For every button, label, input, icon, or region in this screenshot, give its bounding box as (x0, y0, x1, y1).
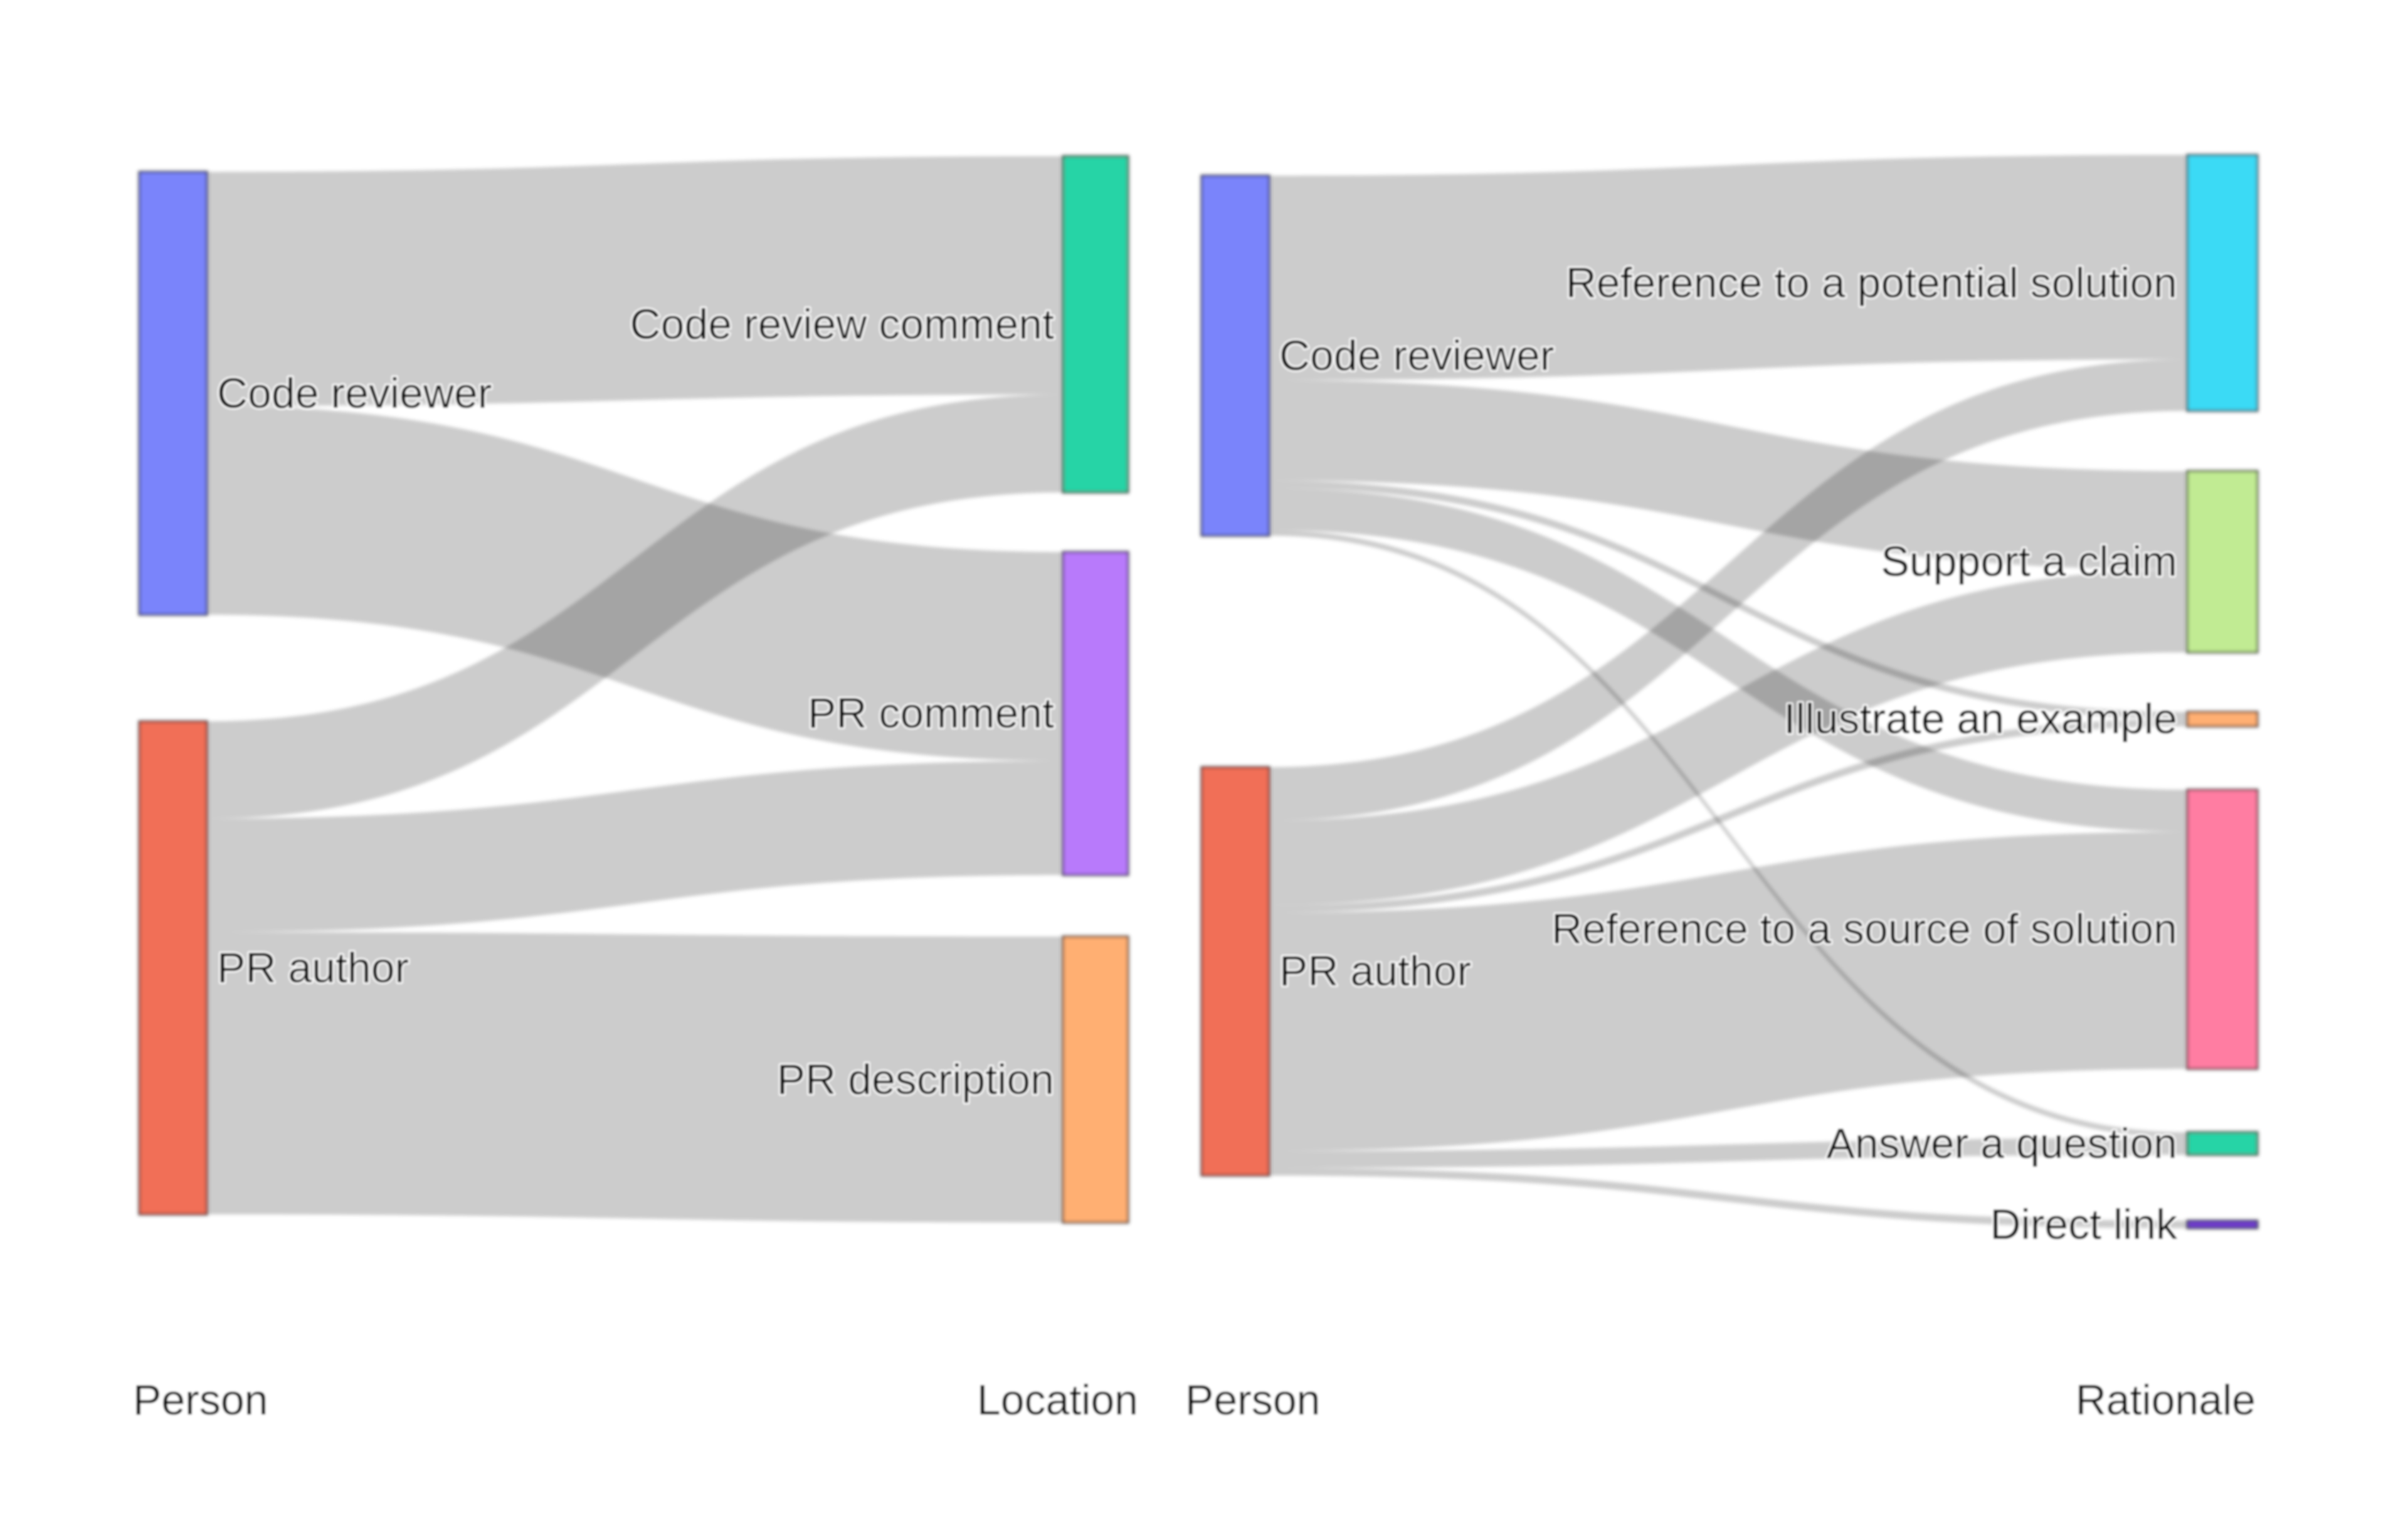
svg-text:PR author: PR author (217, 944, 409, 992)
svg-text:Support a claim: Support a claim (1881, 538, 2177, 585)
svg-text:Code reviewer: Code reviewer (217, 369, 492, 417)
svg-text:Person: Person (133, 1376, 268, 1424)
svg-text:Person: Person (1185, 1376, 1320, 1424)
svg-text:Code review comment: Code review comment (630, 300, 1055, 348)
svg-text:Rationale: Rationale (2076, 1376, 2256, 1424)
svg-text:Reference to a potential solut: Reference to a potential solution (1566, 259, 2177, 307)
svg-text:Direct link: Direct link (1990, 1201, 2178, 1248)
svg-text:PR description: PR description (777, 1056, 1054, 1103)
svg-text:Reference to a source of solut: Reference to a source of solution (1551, 905, 2177, 953)
svg-text:Illustrate an example: Illustrate an example (1784, 695, 2177, 743)
svg-text:Code reviewer: Code reviewer (1279, 332, 1554, 380)
svg-text:Answer a question: Answer a question (1827, 1120, 2177, 1167)
svg-text:PR author: PR author (1279, 947, 1471, 995)
svg-text:Location: Location (977, 1376, 1138, 1424)
svg-text:PR comment: PR comment (808, 689, 1054, 737)
